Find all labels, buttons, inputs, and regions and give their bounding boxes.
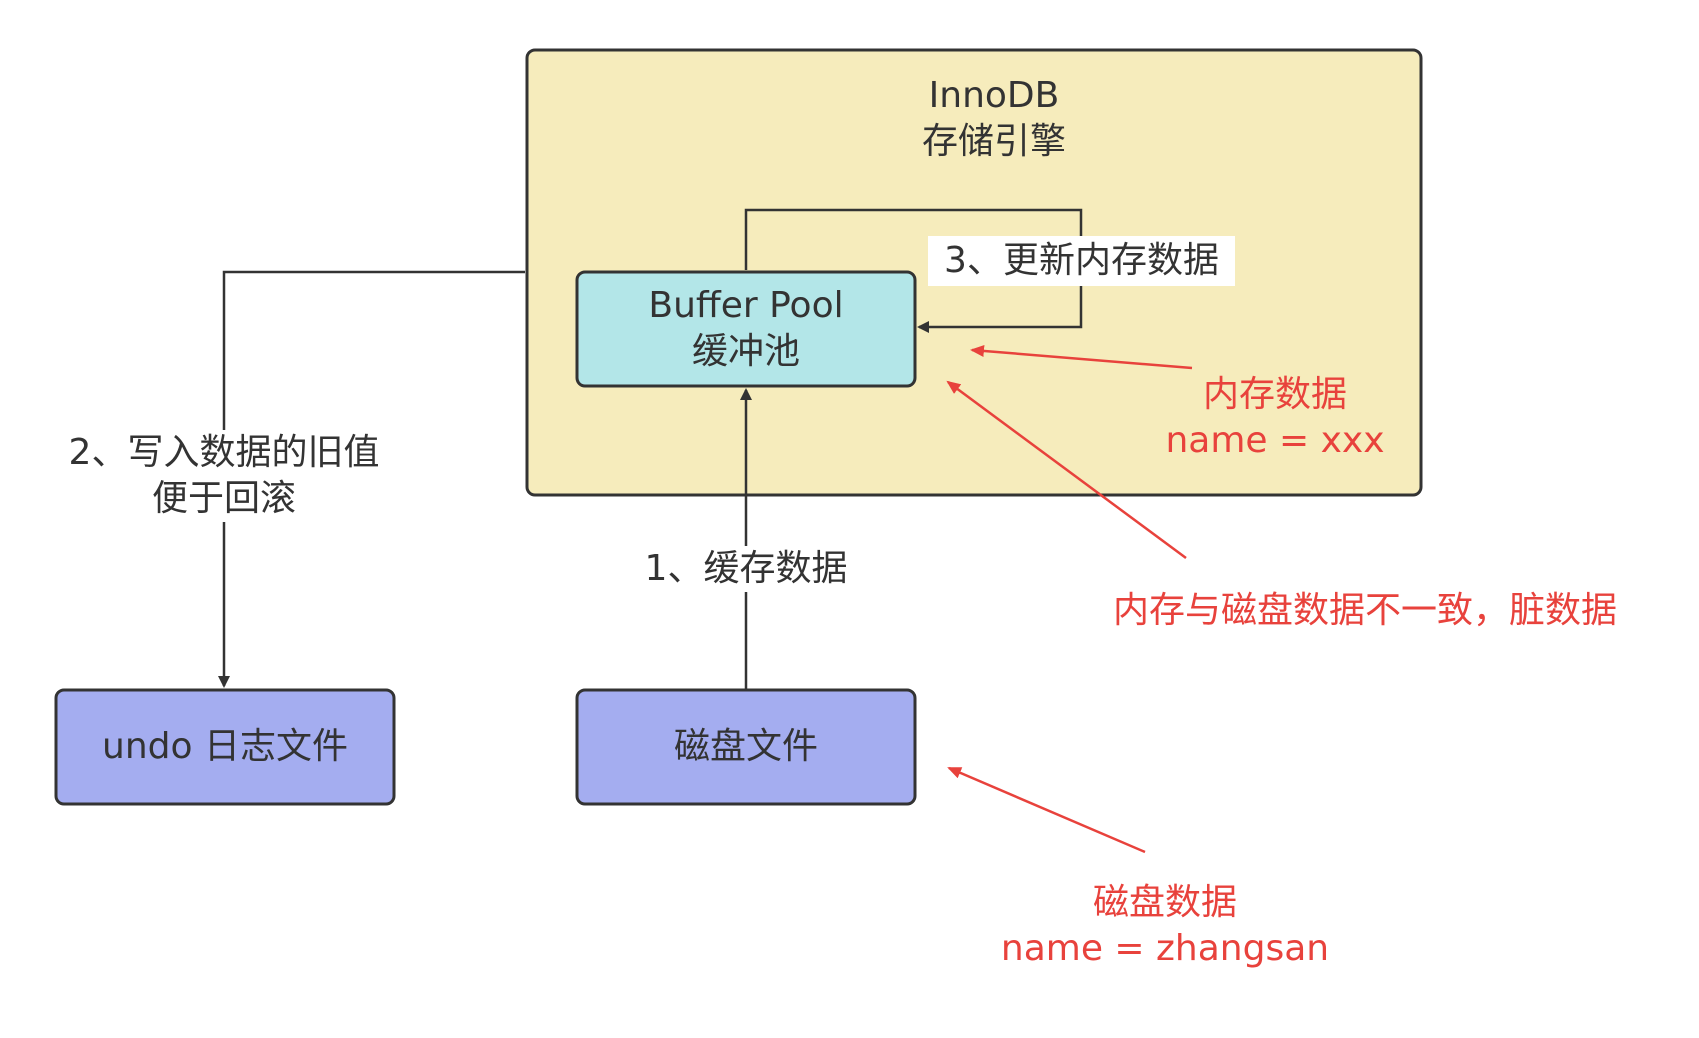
- annotation-memory-title: 内存数据: [1202, 374, 1347, 415]
- innodb-title-text: InnoDB: [928, 75, 1060, 116]
- edge-write-old-value: [218, 270, 525, 688]
- innodb-title: InnoDB 存储引擎: [824, 73, 1164, 165]
- annotation-arrow-disk: [947, 766, 1146, 854]
- annotation-memory-data: 内存数据 name = xxx: [1150, 372, 1400, 464]
- annotation-disk-data: 磁盘数据 name = zhangsan: [985, 880, 1345, 972]
- edge-label-cache-data: 1、缓存数据: [606, 546, 886, 593]
- buffer-pool-subtitle: 缓冲池: [691, 331, 800, 372]
- edge-update-memory: [744, 208, 1083, 333]
- edge-label-write-old-value: 2、写入数据的旧值 便于回滚: [39, 430, 409, 523]
- disk-file-box: [575, 688, 917, 806]
- edge-label-background: [928, 236, 1235, 286]
- undo-log-box: [54, 688, 396, 806]
- annotation-memory-value: name = xxx: [1165, 420, 1385, 462]
- disk-file-label: 磁盘文件: [577, 690, 915, 804]
- undo-log-text: undo 日志文件: [102, 725, 348, 767]
- annotation-disk-value: name = zhangsan: [1000, 928, 1330, 970]
- annotation-dirty-data: 内存与磁盘数据不一致，脏数据: [1112, 590, 1617, 631]
- annotation-arrow-dirty: [946, 380, 1187, 560]
- edge-label-update-memory: 3、更新内存数据: [944, 240, 1219, 281]
- buffer-pool-title: Buffer Pool: [648, 284, 844, 326]
- buffer-pool-box: [575, 270, 917, 388]
- disk-file-text: 磁盘文件: [673, 725, 818, 767]
- innodb-subtitle-text: 存储引擎: [921, 121, 1066, 163]
- annotation-disk-title: 磁盘数据: [1092, 882, 1237, 923]
- annotation-arrow-memory: [970, 344, 1193, 370]
- undo-log-label: undo 日志文件: [56, 690, 394, 804]
- buffer-pool-label: Buffer Pool 缓冲池: [577, 272, 915, 386]
